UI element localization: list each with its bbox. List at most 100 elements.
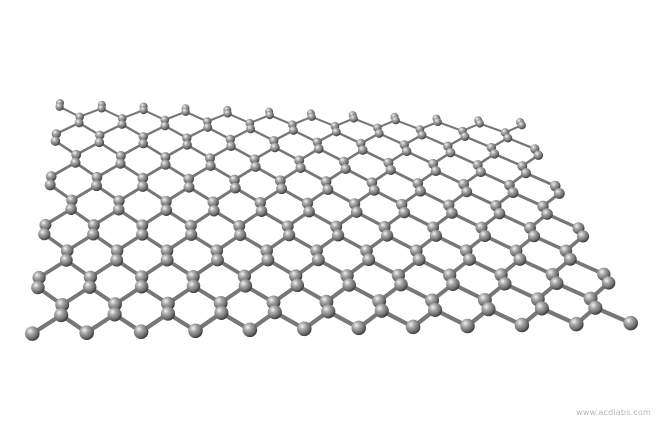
carbon-atom <box>332 229 345 242</box>
carbon-atom <box>430 165 441 177</box>
carbon-atom <box>553 187 565 199</box>
carbon-atom <box>110 244 124 257</box>
carbon-atom <box>95 130 105 140</box>
carbon-atom <box>91 171 103 183</box>
carbon-atom <box>55 297 70 312</box>
carbon-atom <box>445 147 456 158</box>
carbon-atom <box>357 145 368 155</box>
carbon-atom <box>184 219 197 232</box>
carbon-atom <box>242 322 258 338</box>
carbon-atom <box>87 219 100 232</box>
carbon-atom <box>83 270 98 284</box>
atom-group <box>25 99 638 341</box>
carbon-atom <box>417 130 427 140</box>
carbon-atom <box>133 324 149 339</box>
carbon-atom <box>60 244 74 257</box>
carbon-atom <box>460 318 475 334</box>
carbon-atom <box>507 187 519 199</box>
carbon-atom <box>362 253 376 267</box>
carbon-atom <box>307 112 316 121</box>
carbon-atom <box>185 228 198 241</box>
carbon-bond <box>420 133 449 148</box>
carbon-atom <box>498 277 512 291</box>
carbon-atom <box>446 207 458 219</box>
carbon-atom <box>183 181 195 193</box>
carbon-atom <box>533 150 544 160</box>
carbon-atom <box>563 252 577 266</box>
carbon-atom <box>39 218 52 231</box>
carbon-atom <box>182 140 192 150</box>
carbon-atom <box>137 180 149 192</box>
carbon-atom <box>294 155 305 166</box>
carbon-atom <box>82 280 97 294</box>
carbon-atom <box>429 229 443 242</box>
carbon-atom <box>513 252 527 266</box>
carbon-atom <box>183 173 195 185</box>
carbon-atom <box>283 229 296 242</box>
carbon-atom <box>288 125 298 135</box>
carbon-atom <box>139 105 148 115</box>
carbon-atom <box>186 279 201 294</box>
carbon-atom <box>186 269 200 284</box>
carbon-bond <box>524 171 557 188</box>
carbon-atom <box>281 220 294 233</box>
carbon-atom <box>412 253 426 267</box>
carbon-atom <box>514 317 530 333</box>
carbon-atom <box>290 278 305 293</box>
carbon-atom <box>160 253 174 267</box>
carbon-atom <box>229 182 241 194</box>
carbon-atom <box>261 253 275 267</box>
carbon-atom <box>331 127 341 137</box>
carbon-atom <box>226 141 236 151</box>
carbon-atom <box>211 253 224 267</box>
carbon-atom <box>246 124 256 134</box>
carbon-atom <box>368 184 380 196</box>
carbon-atom <box>249 154 260 165</box>
carbon-bond <box>449 151 479 167</box>
carbon-atom <box>55 102 64 111</box>
carbon-atom <box>534 301 549 316</box>
carbon-atom <box>136 228 149 241</box>
carbon-atom <box>517 121 526 130</box>
carbon-atom <box>229 174 240 186</box>
carbon-atom <box>205 153 215 164</box>
carbon-atom <box>107 307 122 322</box>
carbon-atom <box>254 197 266 209</box>
carbon-atom <box>428 302 443 317</box>
carbon-atom <box>138 131 148 142</box>
carbon-atom <box>91 180 102 192</box>
carbon-atom <box>311 253 325 267</box>
carbon-atom <box>160 244 174 257</box>
carbon-atom <box>460 132 470 141</box>
carbon-atom <box>489 149 500 159</box>
carbon-atom <box>38 228 51 241</box>
carbon-atom <box>225 134 235 144</box>
carbon-atom <box>374 128 384 138</box>
carbon-atom <box>601 276 616 290</box>
carbon-atom <box>44 179 56 191</box>
carbon-atom <box>74 118 84 128</box>
carbon-atom <box>481 302 496 317</box>
carbon-atom <box>138 138 148 149</box>
carbon-atom <box>234 228 247 242</box>
carbon-atom <box>297 321 312 337</box>
carbon-atom <box>394 277 408 292</box>
carbon-atom <box>541 208 553 220</box>
carbon-atom <box>527 230 541 243</box>
carbon-atom <box>115 158 126 169</box>
carbon-atom <box>25 326 40 341</box>
carbon-atom <box>110 253 124 267</box>
carbon-atom <box>71 149 82 160</box>
carbon-atom <box>135 270 149 284</box>
carbon-atom <box>303 205 315 218</box>
carbon-atom <box>267 305 282 320</box>
carbon-atom <box>31 280 45 295</box>
carbon-atom <box>113 195 125 207</box>
carbon-atom <box>446 277 460 291</box>
carbon-atom <box>97 104 106 113</box>
carbon-atom <box>45 171 57 182</box>
carbon-atom <box>112 203 125 216</box>
carbon-atom <box>160 204 173 216</box>
carbon-atom <box>182 133 192 143</box>
